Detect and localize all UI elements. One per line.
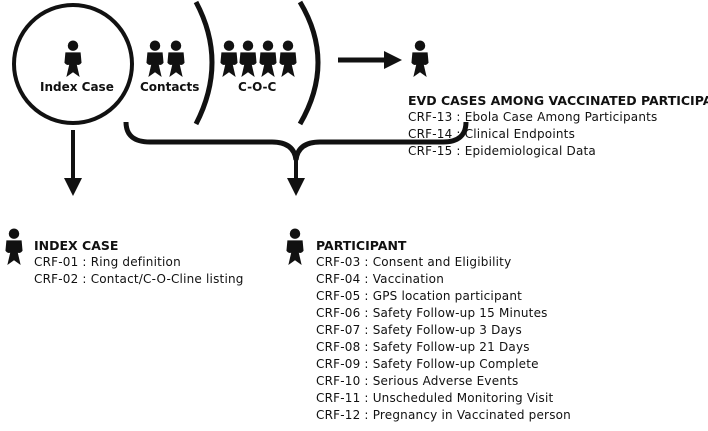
person-icon [239, 40, 257, 78]
index-case-title: INDEX CASE [34, 238, 119, 253]
crf-line: CRF-04 : Vaccination [316, 272, 444, 286]
evd-cases-block: EVD CASES AMONG VACCINATED PARTICIPANTS … [408, 92, 708, 160]
participant-block: PARTICIPANT CRF-03 : Consent and Eligibi… [316, 237, 571, 424]
crf-line: CRF-03 : Consent and Eligibility [316, 255, 512, 269]
index-case-ring [12, 3, 134, 125]
crf-line: CRF-01 : Ring definition [34, 255, 181, 269]
crf-line: CRF-09 : Safety Follow-up Complete [316, 357, 539, 371]
crf-line: CRF-12 : Pregnancy in Vaccinated person [316, 408, 571, 422]
coc-label: C-O-C [238, 80, 277, 94]
crf-line: CRF-06 : Safety Follow-up 15 Minutes [316, 306, 548, 320]
crf-line: CRF-15 : Epidemiological Data [408, 144, 596, 158]
crf-line: CRF-13 : Ebola Case Among Participants [408, 110, 658, 124]
crf-line: CRF-10 : Serious Adverse Events [316, 374, 519, 388]
right-arrow-icon [338, 51, 402, 69]
curly-brace-icon [123, 121, 469, 196]
evd-cases-title: EVD CASES AMONG VACCINATED PARTICIPANTS [408, 93, 708, 108]
crf-line: CRF-05 : GPS location participant [316, 289, 523, 303]
person-icon [279, 40, 297, 78]
coc-ring-arc [297, 0, 321, 126]
crf-line: CRF-11 : Unscheduled Monitoring Visit [316, 391, 554, 405]
index-case-block: INDEX CASE CRF-01 : Ring definition CRF-… [34, 237, 244, 288]
person-icon [146, 40, 164, 78]
person-icon [286, 228, 304, 266]
person-icon [64, 40, 82, 78]
person-icon [5, 228, 23, 266]
crf-line: CRF-08 : Safety Follow-up 21 Days [316, 340, 530, 354]
participant-title: PARTICIPANT [316, 238, 407, 253]
contacts-label: Contacts [140, 80, 200, 94]
person-icon [411, 40, 429, 78]
crf-line: CRF-02 : Contact/C-O-Cline listing [34, 272, 244, 286]
index-case-label: Index Case [40, 80, 114, 94]
person-icon [259, 40, 277, 78]
contacts-ring-arc [193, 0, 215, 126]
crf-line: CRF-14 : Clinical Endpoints [408, 127, 576, 141]
person-icon [167, 40, 185, 78]
person-icon [220, 40, 238, 78]
crf-line: CRF-07 : Safety Follow-up 3 Days [316, 323, 522, 337]
down-arrow-icon [64, 130, 82, 196]
